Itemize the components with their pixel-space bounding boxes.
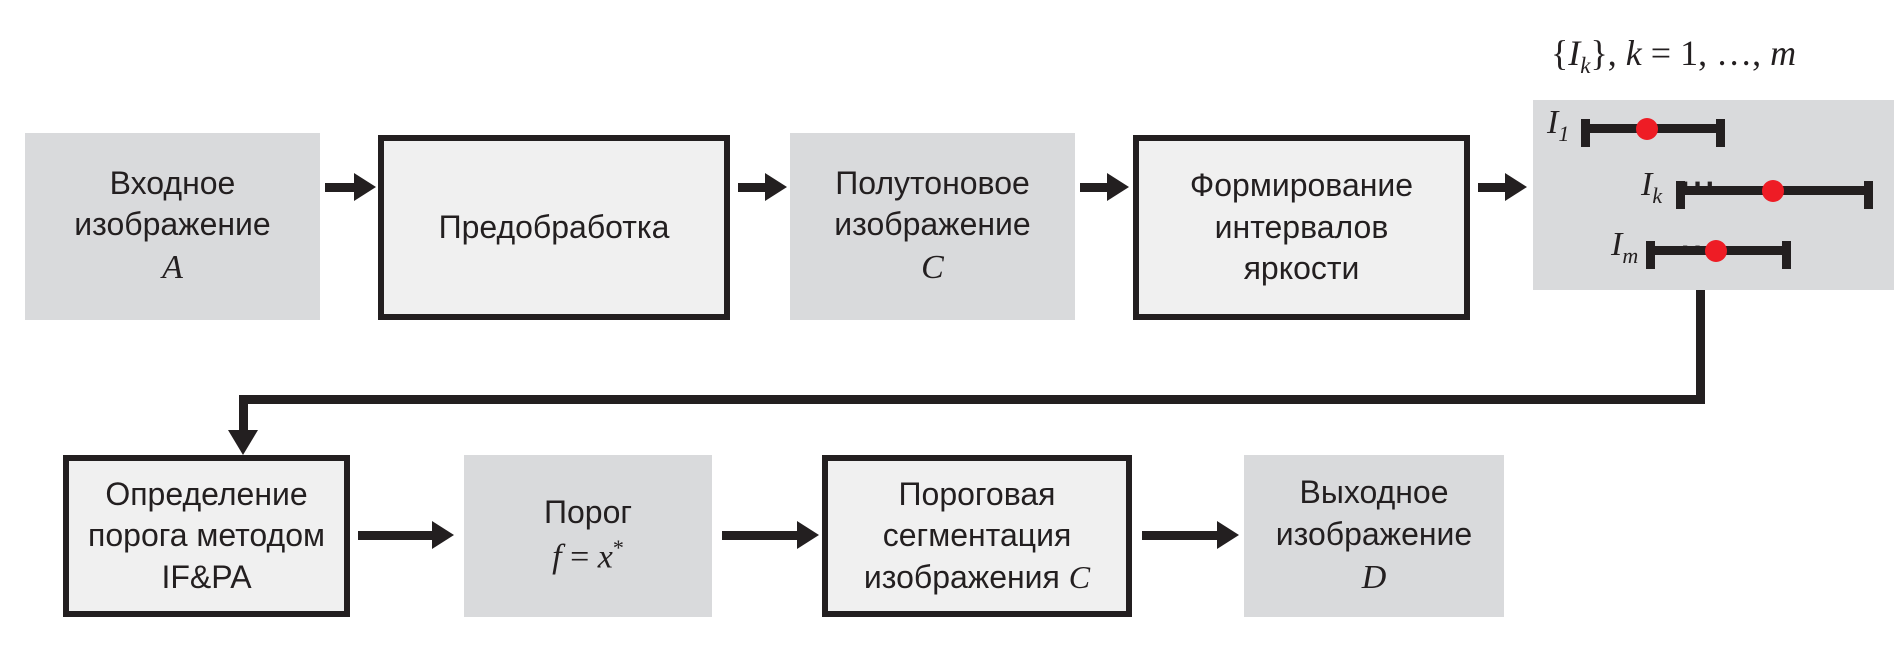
- arrow-threshold-to-segmentation: [722, 521, 819, 549]
- node-threshold-value[interactable]: Порог f = x*: [464, 455, 712, 617]
- arrow-determination-to-threshold: [358, 521, 454, 549]
- connector-vertical-left: [239, 395, 248, 433]
- node-brightness-intervals-line-2: интервалов: [1214, 208, 1389, 245]
- node-threshold-segmentation-line-2: сегментация: [882, 517, 1072, 554]
- interval-bar-m-right-cap: [1782, 241, 1791, 269]
- node-output-image-symbol: D: [1361, 558, 1387, 596]
- arrow-input-to-preprocessing: [325, 173, 376, 201]
- interval-bar-m-marker: [1704, 239, 1727, 262]
- interval-bar-1-left-cap: [1581, 119, 1590, 147]
- node-output-image[interactable]: Выходное изображение D: [1244, 455, 1504, 617]
- interval-set-panel[interactable]: I1 ... Ik ... Im: [1533, 100, 1894, 290]
- interval-bar-k-marker: [1761, 179, 1784, 202]
- arrow-preprocessing-to-grayscale: [738, 173, 787, 201]
- node-threshold-determination-line-1: Определение: [105, 475, 308, 512]
- arrow-grayscale-to-intervals: [1080, 173, 1129, 201]
- interval-bar-m: [1646, 239, 1791, 269]
- node-threshold-value-symbol: f = x*: [552, 535, 624, 576]
- node-grayscale-image[interactable]: Полутоновое изображение C: [790, 133, 1075, 320]
- interval-bar-m-left-cap: [1646, 241, 1655, 269]
- node-output-image-line-1: Выходное: [1299, 474, 1449, 511]
- node-grayscale-image-line-2: изображение: [834, 206, 1031, 243]
- arrow-segmentation-to-output: [1142, 521, 1239, 549]
- node-preprocessing-line-1: Предобработка: [438, 208, 670, 245]
- node-threshold-segmentation-line-1: Пороговая: [898, 475, 1056, 512]
- interval-bar-k: [1676, 179, 1873, 209]
- node-threshold-determination-line-3: IF&PA: [161, 558, 252, 595]
- interval-bar-k-left-cap: [1676, 181, 1685, 209]
- interval-bar-1-marker: [1636, 117, 1659, 140]
- connector-arrowhead: [228, 430, 258, 455]
- node-input-image-line-1: Входное: [109, 164, 236, 201]
- node-threshold-segmentation[interactable]: Пороговая сегментация изображения C изоб…: [822, 455, 1132, 617]
- node-input-image-symbol: A: [162, 249, 183, 286]
- interval-bar-1: [1581, 117, 1725, 147]
- interval-label-k: Ik: [1641, 166, 1663, 208]
- node-grayscale-image-line-1: Полутоновое: [835, 164, 1030, 201]
- node-input-image-line-2: изображение: [74, 206, 271, 243]
- interval-bar-k-right-cap: [1864, 181, 1873, 209]
- node-input-image[interactable]: Входное изображение A: [25, 133, 320, 320]
- connector-horizontal: [239, 395, 1705, 404]
- node-threshold-determination[interactable]: Определение порога методом IF&PA: [63, 455, 350, 617]
- node-grayscale-image-symbol: C: [921, 249, 944, 286]
- arrow-intervals-to-interval-set: [1478, 173, 1527, 201]
- interval-bar-1-right-cap: [1716, 119, 1725, 147]
- connector-vertical-right: [1696, 290, 1705, 404]
- node-brightness-intervals[interactable]: Формирование интервалов яркости: [1133, 135, 1470, 320]
- node-threshold-value-line-1: Порог: [543, 494, 633, 531]
- interval-label-m: Im: [1611, 226, 1639, 268]
- interval-set-formula: {Ik}, k = 1, …, m: [1551, 33, 1797, 79]
- node-brightness-intervals-line-3: яркости: [1243, 250, 1360, 287]
- node-threshold-determination-line-2: порога методом: [88, 517, 325, 554]
- node-preprocessing[interactable]: Предобработка: [378, 135, 730, 320]
- interval-label-1: I1: [1547, 104, 1570, 146]
- node-output-image-line-2: изображение: [1275, 515, 1473, 552]
- node-brightness-intervals-line-1: Формирование: [1189, 167, 1414, 204]
- node-threshold-segmentation-line-3: изображения C изображения C: [863, 558, 1091, 595]
